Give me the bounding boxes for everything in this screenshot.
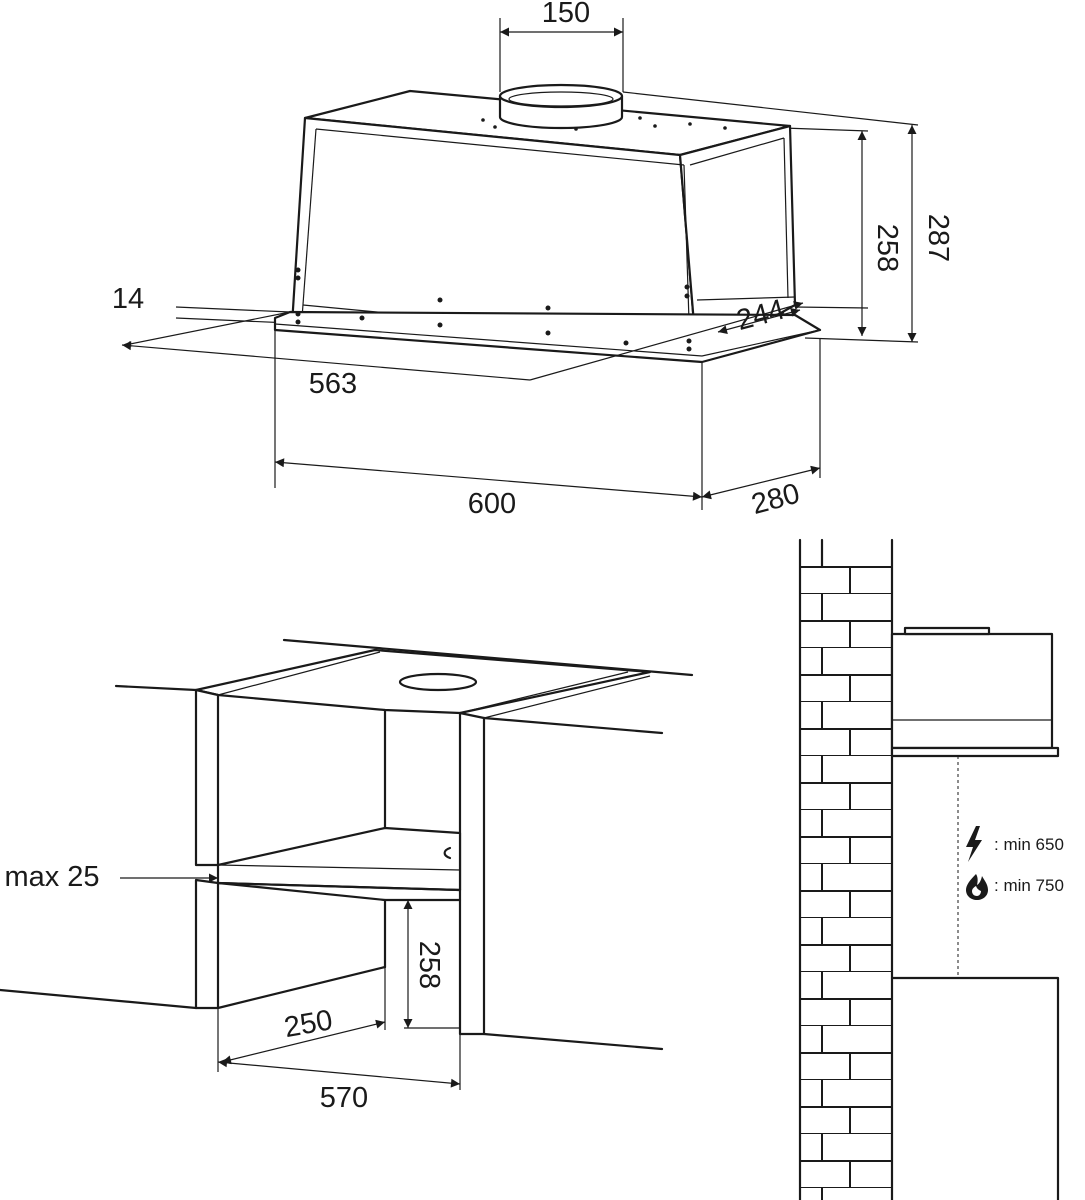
hood-view: 150 258 287 14 244 563 600 280 xyxy=(112,0,954,521)
hood-body xyxy=(273,83,822,364)
dim-cutout-height: 258 xyxy=(413,941,445,989)
min-distance-electric: : min 650 xyxy=(994,835,1064,854)
duct-collar xyxy=(498,83,624,130)
panel-screws xyxy=(295,116,727,352)
dim-duct-diameter: 150 xyxy=(542,0,590,29)
dim-cutout-depth: 250 xyxy=(282,1004,335,1044)
dim-total-height: 287 xyxy=(922,214,954,262)
dim-flange-thickness: 14 xyxy=(112,283,144,315)
hood-side-view xyxy=(890,626,1060,758)
dim-body-height: 258 xyxy=(871,224,903,272)
cabinet-view: max 25 258 250 570 xyxy=(0,638,694,1114)
hood-dimension-lines xyxy=(121,27,917,501)
wall-mount-view: : min 650 : min 750 xyxy=(798,538,1064,1200)
min-distance-gas: : min 750 xyxy=(994,876,1064,895)
dim-cutout-width: 570 xyxy=(320,1082,368,1114)
dim-body-width: 563 xyxy=(309,368,357,400)
flame-icon xyxy=(966,874,988,900)
dim-panel-width: 600 xyxy=(468,488,516,520)
lightning-bolt-icon xyxy=(966,826,982,862)
dim-max-shelf-thickness: max 25 xyxy=(4,861,99,893)
brick-wall xyxy=(800,540,892,1200)
